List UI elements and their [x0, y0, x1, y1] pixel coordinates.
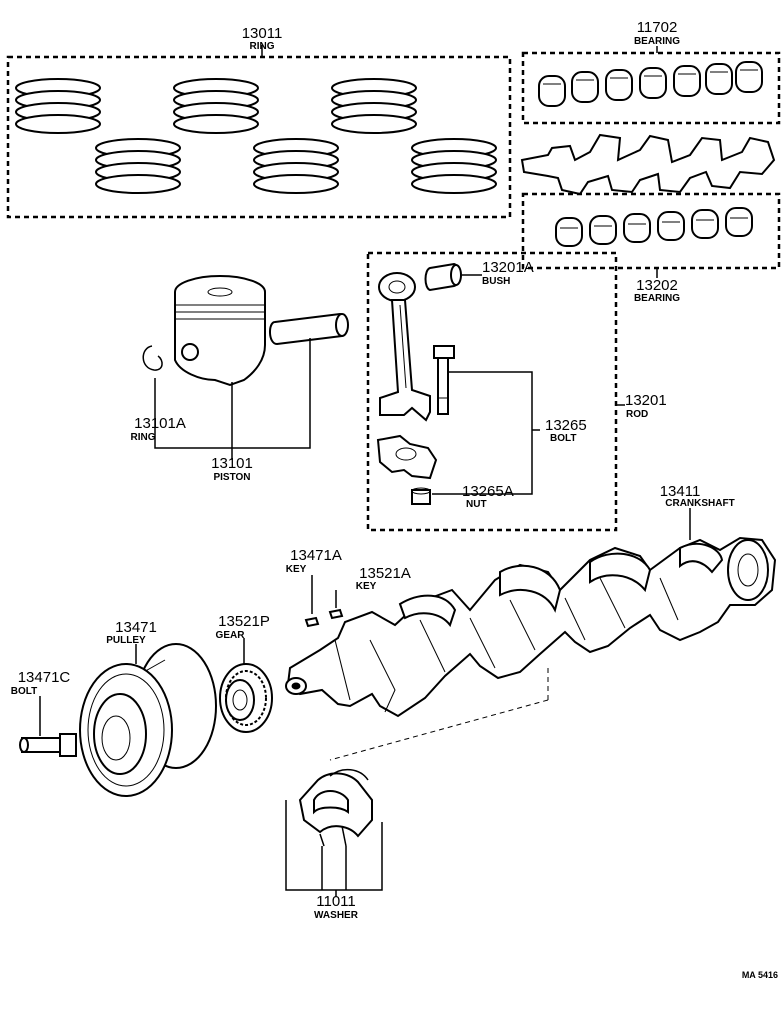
- bearing-lower-label: BEARING: [634, 293, 680, 304]
- piston-ring-icon: [331, 78, 417, 134]
- piston-number: 13101: [211, 455, 253, 472]
- piston-ring-icon: [411, 138, 497, 194]
- pulley-bolt-number: 13471C: [18, 669, 71, 686]
- washer-label: WASHER: [314, 910, 359, 921]
- crank-pulley-icon: [79, 643, 217, 797]
- pulley-number: 13471: [115, 619, 157, 636]
- gear-label: GEAR: [216, 630, 246, 641]
- pulley-group: 13471 PULLEY: [79, 619, 217, 797]
- washer-group: 11011 WASHER: [285, 668, 549, 921]
- piston-group: 13101A RING 13101 PISTON: [131, 275, 349, 483]
- rod-group: 13201A BUSH 13265 BOLT 13265A NUT 13201 …: [366, 251, 667, 532]
- bearing-lower-group: 13202 BEARING: [521, 192, 781, 304]
- piston-ring-icon: [15, 78, 101, 134]
- figure-code: MA 5416: [742, 970, 778, 980]
- rod-number: 13201: [625, 392, 667, 409]
- piston-ring-icon: [253, 138, 339, 194]
- thrust-washer-icon: [298, 768, 373, 847]
- crankshaft-small-icon: [520, 133, 776, 196]
- bush-icon: [424, 262, 462, 292]
- bearing-upper-box: [521, 51, 781, 125]
- pulley-label: PULLEY: [106, 635, 146, 646]
- bearing-upper-group: 11702 BEARING: [521, 19, 781, 125]
- bearing-upper-label: BEARING: [634, 36, 680, 47]
- rod-label: ROD: [626, 409, 648, 420]
- gear-group: 13521P GEAR: [216, 613, 273, 733]
- nut-number: 13265A: [462, 483, 514, 500]
- rod-nut-icon: [411, 487, 431, 505]
- crankshaft-group: 13411 CRANKSHAFT: [285, 483, 777, 718]
- piston-pin-icon: [269, 312, 349, 346]
- bearing-shell-icon: [555, 207, 753, 247]
- piston-icon: [174, 275, 266, 387]
- bearing-upper-number: 11702: [637, 19, 678, 36]
- ring-set-group: 13011 RING: [6, 25, 512, 219]
- crankshaft-label: CRANKSHAFT: [665, 498, 734, 509]
- bush-number: 13201A: [482, 259, 534, 276]
- connecting-rod-icon: [378, 272, 431, 422]
- bush-label: BUSH: [482, 276, 510, 287]
- bearing-lower-number: 13202: [636, 277, 678, 294]
- crankshaft-icon: [285, 536, 777, 718]
- crankshaft-number: 13411: [660, 483, 701, 500]
- ring-set-label: RING: [250, 41, 275, 52]
- gear-number: 13521P: [218, 613, 270, 630]
- pulley-bolt-icon: [19, 733, 77, 757]
- piston-label: PISTON: [213, 472, 250, 483]
- ring-set-box: [6, 55, 512, 219]
- rod-bolt-number: 13265: [545, 417, 587, 434]
- rod-bolt-label: BOLT: [550, 433, 576, 444]
- rod-box: [366, 251, 618, 532]
- pulley-bolt-group: 13471C BOLT: [11, 669, 77, 757]
- key-b-number: 13521A: [359, 565, 411, 582]
- bearing-lower-box: [521, 192, 781, 270]
- washer-number: 11011: [316, 893, 356, 910]
- piston-ring-icon: [95, 138, 181, 194]
- rod-cap-icon: [376, 434, 438, 480]
- key-b-label: KEY: [356, 581, 377, 592]
- key-a-label: KEY: [286, 564, 307, 575]
- rod-bolt-icon: [433, 345, 455, 415]
- snap-ring-label: RING: [131, 432, 156, 443]
- key-icon: [304, 616, 320, 628]
- ring-set-number: 13011: [242, 25, 283, 42]
- key-a-number: 13471A: [290, 547, 342, 564]
- snap-ring-icon: [142, 345, 163, 371]
- key-icon: [328, 608, 344, 620]
- timing-gear-icon: [219, 663, 273, 733]
- bearing-shell-icon: [538, 61, 763, 107]
- nut-label: NUT: [466, 499, 487, 510]
- pulley-bolt-label: BOLT: [11, 686, 37, 697]
- piston-ring-icon: [173, 78, 259, 134]
- keys-group: 13471A KEY 13521A KEY: [286, 547, 411, 628]
- snap-ring-number: 13101A: [134, 415, 186, 432]
